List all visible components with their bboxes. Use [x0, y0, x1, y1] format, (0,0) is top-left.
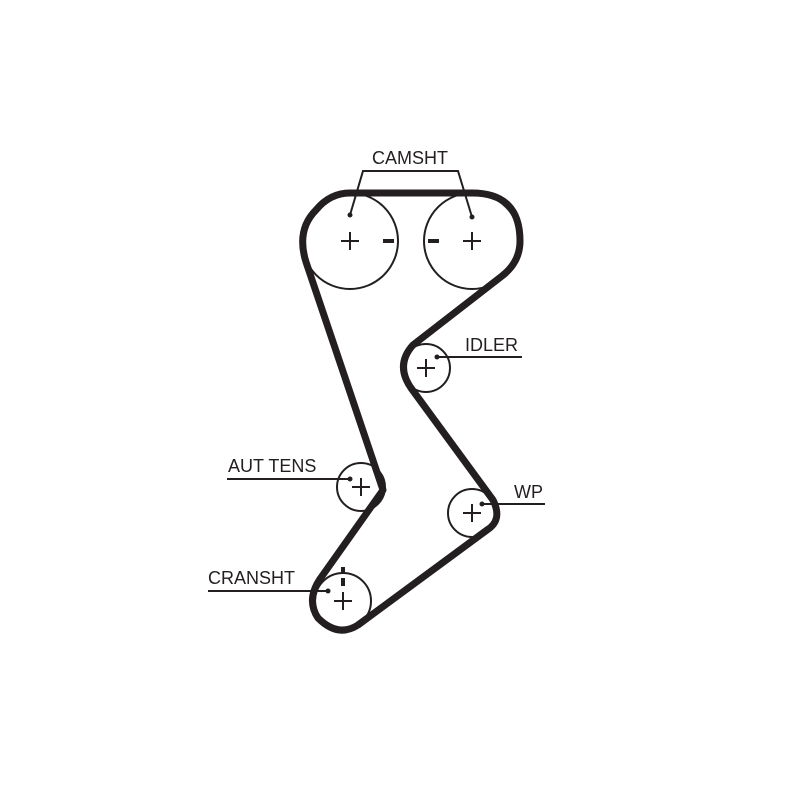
plus-icon — [352, 478, 370, 496]
crankshaft-callout: CRANSHT — [208, 568, 331, 594]
timing-marks — [341, 239, 439, 586]
water-pump-label: WP — [514, 482, 543, 502]
idler-label: IDLER — [465, 335, 518, 355]
plus-icon — [463, 504, 481, 522]
camshaft-label: CAMSHT — [372, 148, 448, 168]
camshaft-callout: CAMSHT — [347, 148, 475, 220]
crankshaft-label: CRANSHT — [208, 568, 295, 588]
plus-icon — [334, 592, 352, 610]
timing-belt — [299, 189, 524, 634]
plus-icon — [417, 359, 435, 377]
pulley-centers — [334, 232, 481, 610]
plus-icon — [463, 232, 481, 250]
plus-icon — [341, 232, 359, 250]
water-pump-callout: WP — [479, 482, 545, 507]
idler-callout: IDLER — [434, 335, 522, 360]
auto-tensioner-callout: AUT TENS — [227, 456, 353, 482]
auto-tensioner-label: AUT TENS — [228, 456, 316, 476]
